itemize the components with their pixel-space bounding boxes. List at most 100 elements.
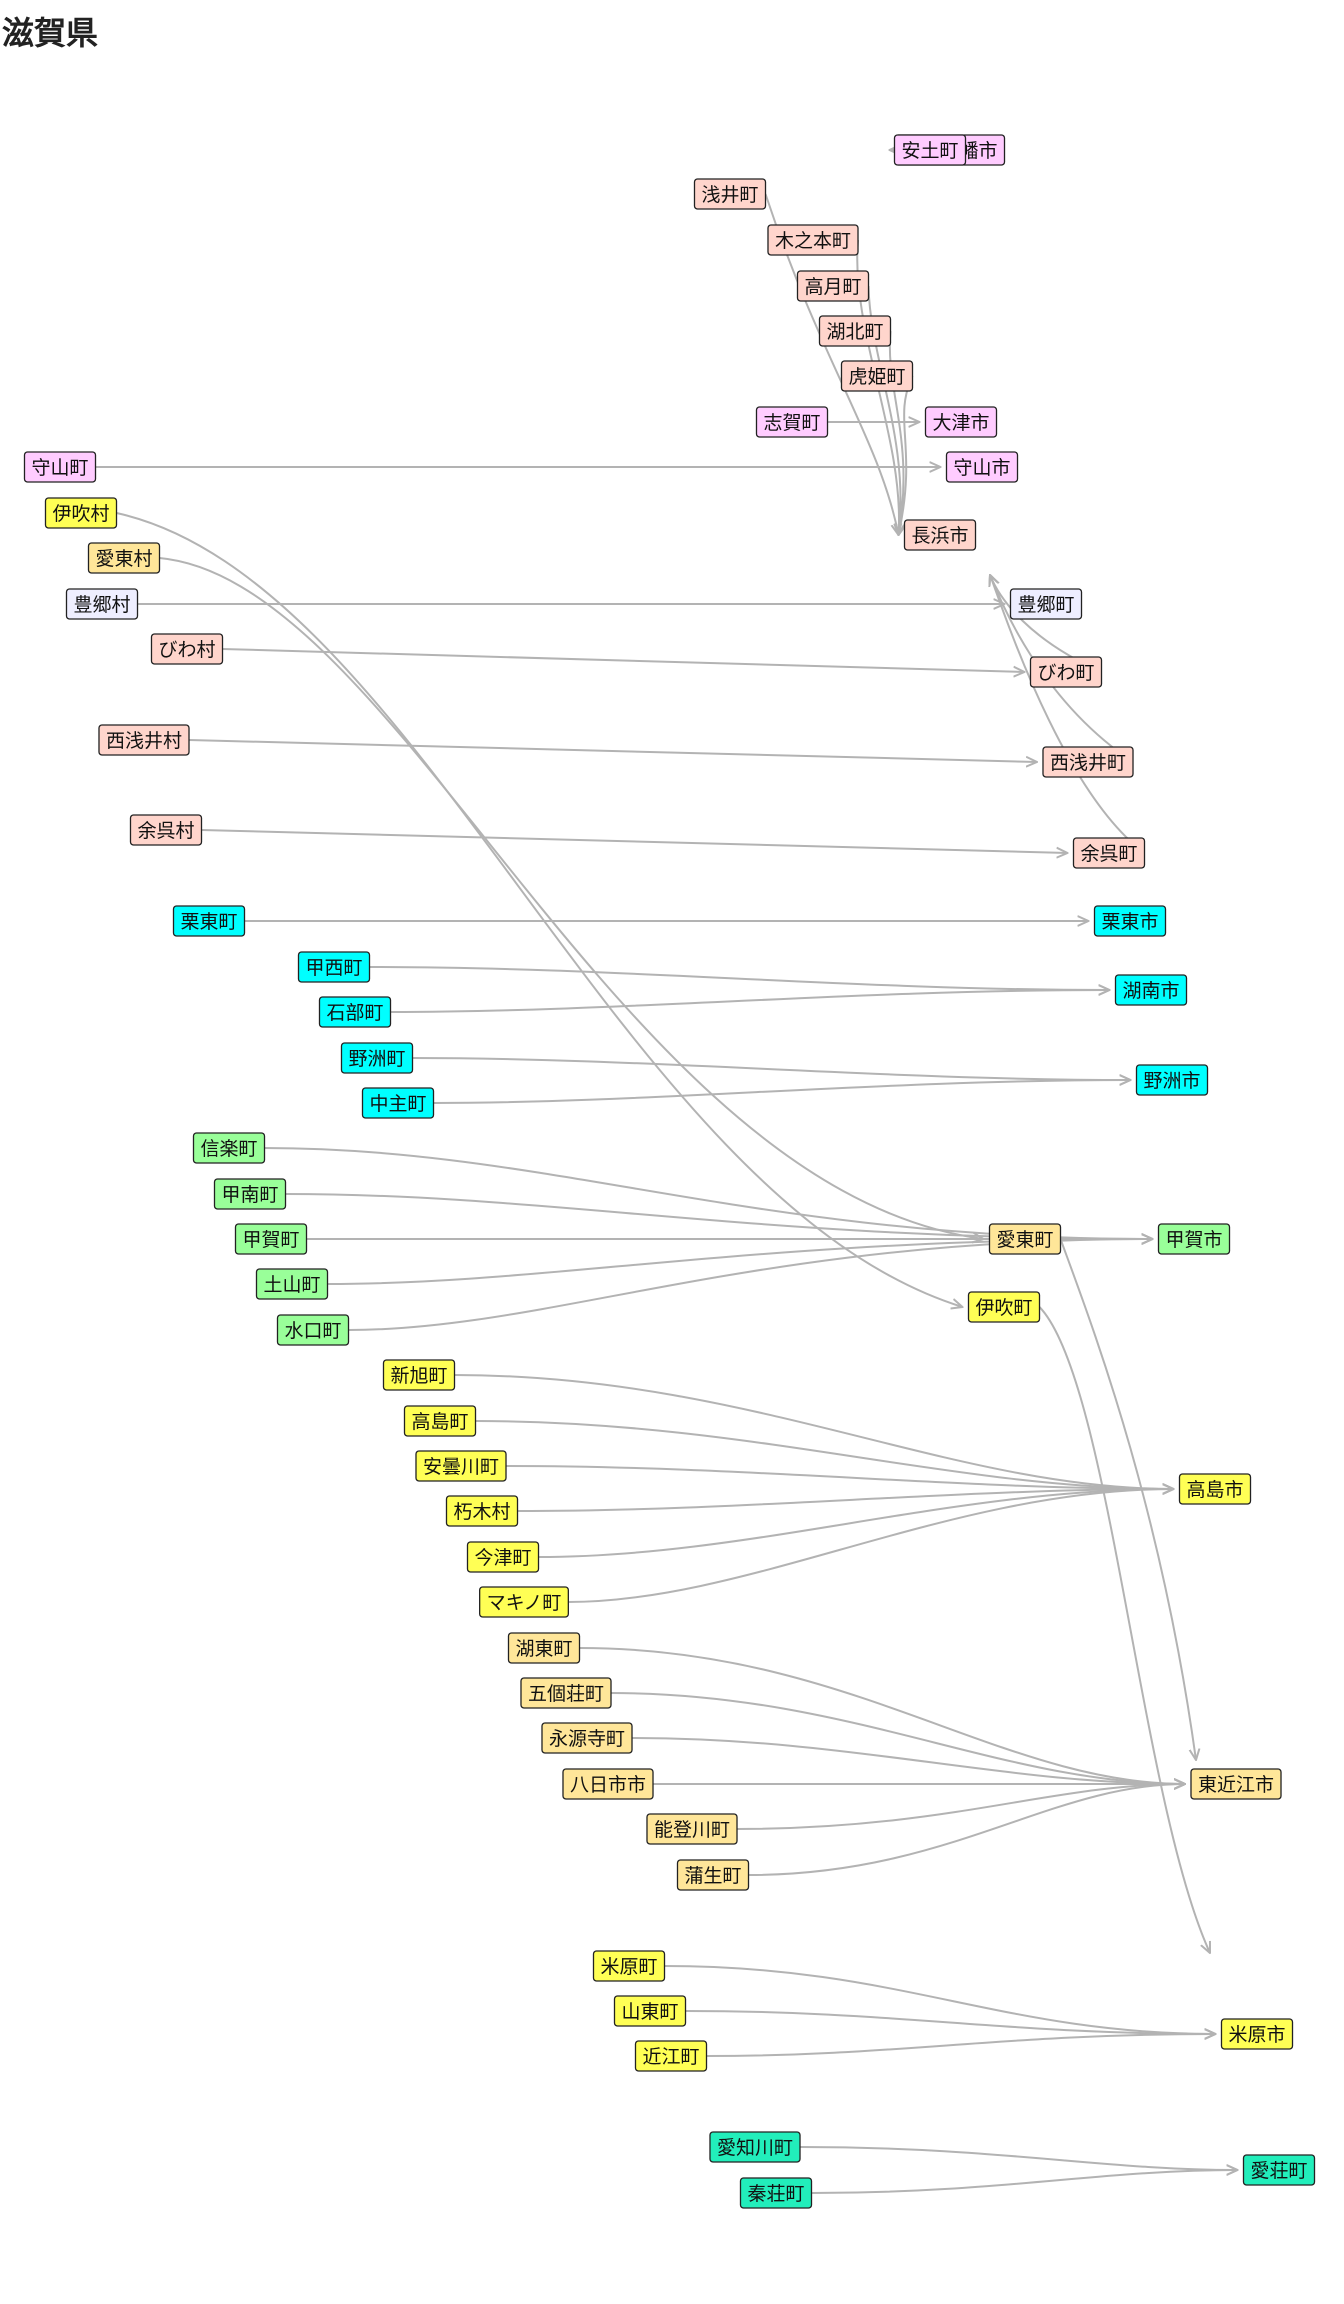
- node-koka_t: 甲賀町: [234, 1223, 308, 1255]
- node-yogo_t: 余呉町: [1072, 837, 1146, 869]
- node-label-konan_t: 甲南町: [221, 1184, 278, 1206]
- node-box-eigenji: [541, 1722, 633, 1754]
- node-echigawa: 愛知川町: [709, 2131, 801, 2163]
- node-box-yogo_v: [129, 814, 203, 846]
- node-label-imazu: 今津町: [474, 1547, 531, 1569]
- node-label-takashima_t: 高島町: [411, 1411, 468, 1433]
- node-box-biwa_t: [1029, 656, 1103, 688]
- node-koto: 湖東町: [507, 1632, 581, 1664]
- node-box-aisho: [1242, 2154, 1316, 2186]
- node-kinomoto: 木之本町: [767, 224, 859, 256]
- node-box-tsuchiyama: [255, 1268, 329, 1300]
- node-box-gamo: [676, 1859, 750, 1891]
- node-box-konan_c: [1114, 974, 1188, 1006]
- node-konan_c: 湖南市: [1114, 974, 1188, 1006]
- node-box-yasu_c: [1135, 1064, 1209, 1096]
- node-label-nagahama: 長浜市: [911, 525, 968, 547]
- node-box-maibara_c: [1220, 2018, 1294, 2050]
- node-ibuki_v: 伊吹村: [44, 497, 118, 529]
- page-title: 滋賀県: [2, 14, 99, 52]
- node-box-yogo_t: [1072, 837, 1146, 869]
- edge-eigenji-to-higashiomi: [632, 1737, 1185, 1784]
- edge-aito_t-to-higashiomi: [1059, 1238, 1196, 1760]
- edge-aito_v-to-aito_t: [159, 557, 984, 1239]
- edge-yasu_t-to-yasu_c: [412, 1057, 1131, 1080]
- node-box-koka_t: [234, 1223, 308, 1255]
- edges-layer: [95, 150, 1238, 2194]
- node-box-yokaichi: [562, 1768, 654, 1800]
- node-gamo: 蒲生町: [676, 1859, 750, 1891]
- node-maibara_c: 米原市: [1220, 2018, 1294, 2050]
- node-label-notogawa: 能登川町: [654, 1819, 730, 1841]
- node-nishiazai_v: 西浅井村: [98, 724, 190, 756]
- node-box-nishiazai_v: [98, 724, 190, 756]
- node-biwa_v: びわ村: [150, 633, 224, 665]
- node-shigaraki: 信楽町: [192, 1132, 266, 1164]
- edge-notogawa-to-higashiomi: [737, 1784, 1185, 1830]
- node-box-shigaraki: [192, 1132, 266, 1164]
- node-konan_t: 甲南町: [213, 1178, 287, 1210]
- node-otsu: 大津市: [924, 406, 998, 438]
- edge-yogo_v-to-yogo_t: [201, 829, 1068, 853]
- node-box-yasu_t: [340, 1042, 414, 1074]
- node-ishibe: 石部町: [318, 996, 392, 1028]
- node-azuchi: 安土町: [893, 134, 967, 166]
- node-kosei: 甲西町: [297, 951, 371, 983]
- edge-makino-to-takashima_c: [568, 1489, 1173, 1603]
- node-gokasho: 五個荘町: [520, 1677, 612, 1709]
- edge-ibuki_t-to-maibara_c: [1038, 1306, 1210, 1953]
- node-yasu_t: 野洲町: [340, 1042, 414, 1074]
- node-aito_t: 愛東町: [988, 1223, 1062, 1255]
- node-chuzu: 中主町: [361, 1087, 435, 1119]
- node-label-minakuchi: 水口町: [284, 1320, 341, 1342]
- node-box-minakuchi: [276, 1314, 350, 1346]
- node-box-echigawa: [709, 2131, 801, 2163]
- node-ritto_c: 栗東市: [1093, 905, 1167, 937]
- node-label-yasu_t: 野洲町: [348, 1048, 405, 1070]
- edge-kosei-to-konan_c: [369, 966, 1110, 990]
- node-label-ibuki_t: 伊吹町: [975, 1297, 1032, 1319]
- node-label-aisho: 愛荘町: [1250, 2160, 1307, 2182]
- node-label-kinomoto: 木之本町: [775, 230, 851, 252]
- node-box-ritto_c: [1093, 905, 1167, 937]
- node-box-maibara_t: [592, 1950, 666, 1982]
- node-shinasahi: 新旭町: [382, 1359, 456, 1391]
- node-box-ibuki_v: [44, 497, 118, 529]
- node-takatsuki: 高月町: [796, 270, 870, 302]
- node-imazu: 今津町: [466, 1541, 540, 1573]
- node-label-gokasho: 五個荘町: [528, 1683, 604, 1705]
- node-box-adogawa: [415, 1450, 507, 1482]
- node-hatasho: 秦荘町: [739, 2177, 813, 2209]
- node-label-takashima_c: 高島市: [1186, 1479, 1243, 1501]
- node-box-ishibe: [318, 996, 392, 1028]
- node-shiga: 志賀町: [755, 406, 829, 438]
- node-label-yogo_t: 余呉町: [1080, 843, 1137, 865]
- node-box-imazu: [466, 1541, 540, 1573]
- node-box-moriyama_t: [23, 451, 97, 483]
- edge-biwa_v-to-biwa_t: [222, 648, 1025, 672]
- edge-gokasho-to-higashiomi: [611, 1692, 1185, 1784]
- node-aito_v: 愛東村: [87, 542, 161, 574]
- nodes-layer: 近江八幡市安土町浅井町木之本町高月町湖北町虎姫町志賀町大津市守山町守山市伊吹村長…: [23, 134, 1316, 2209]
- edge-shinasahi-to-takashima_c: [454, 1374, 1174, 1489]
- node-nagahama: 長浜市: [903, 519, 977, 551]
- node-label-tsuchiyama: 土山町: [263, 1274, 320, 1296]
- node-label-koto: 湖東町: [515, 1638, 572, 1660]
- node-box-otsu: [924, 406, 998, 438]
- node-box-kinomoto: [767, 224, 859, 256]
- node-kohoku: 湖北町: [818, 315, 892, 347]
- node-box-biwa_v: [150, 633, 224, 665]
- node-label-ritto_c: 栗東市: [1101, 911, 1158, 933]
- node-kutsuki: 朽木村: [445, 1495, 519, 1527]
- node-asai: 浅井町: [693, 178, 767, 210]
- node-label-gamo: 蒲生町: [684, 1865, 741, 1887]
- node-label-hatasho: 秦荘町: [747, 2183, 804, 2205]
- node-box-torahime: [840, 360, 914, 392]
- node-label-hosato_t: 豊郷町: [1017, 594, 1074, 616]
- node-label-aito_v: 愛東村: [95, 548, 152, 570]
- edge-omi-to-maibara_c: [706, 2034, 1216, 2057]
- node-tsuchiyama: 土山町: [255, 1268, 329, 1300]
- node-label-ishibe: 石部町: [326, 1002, 383, 1024]
- node-label-nishiazai_t: 西浅井町: [1050, 752, 1126, 774]
